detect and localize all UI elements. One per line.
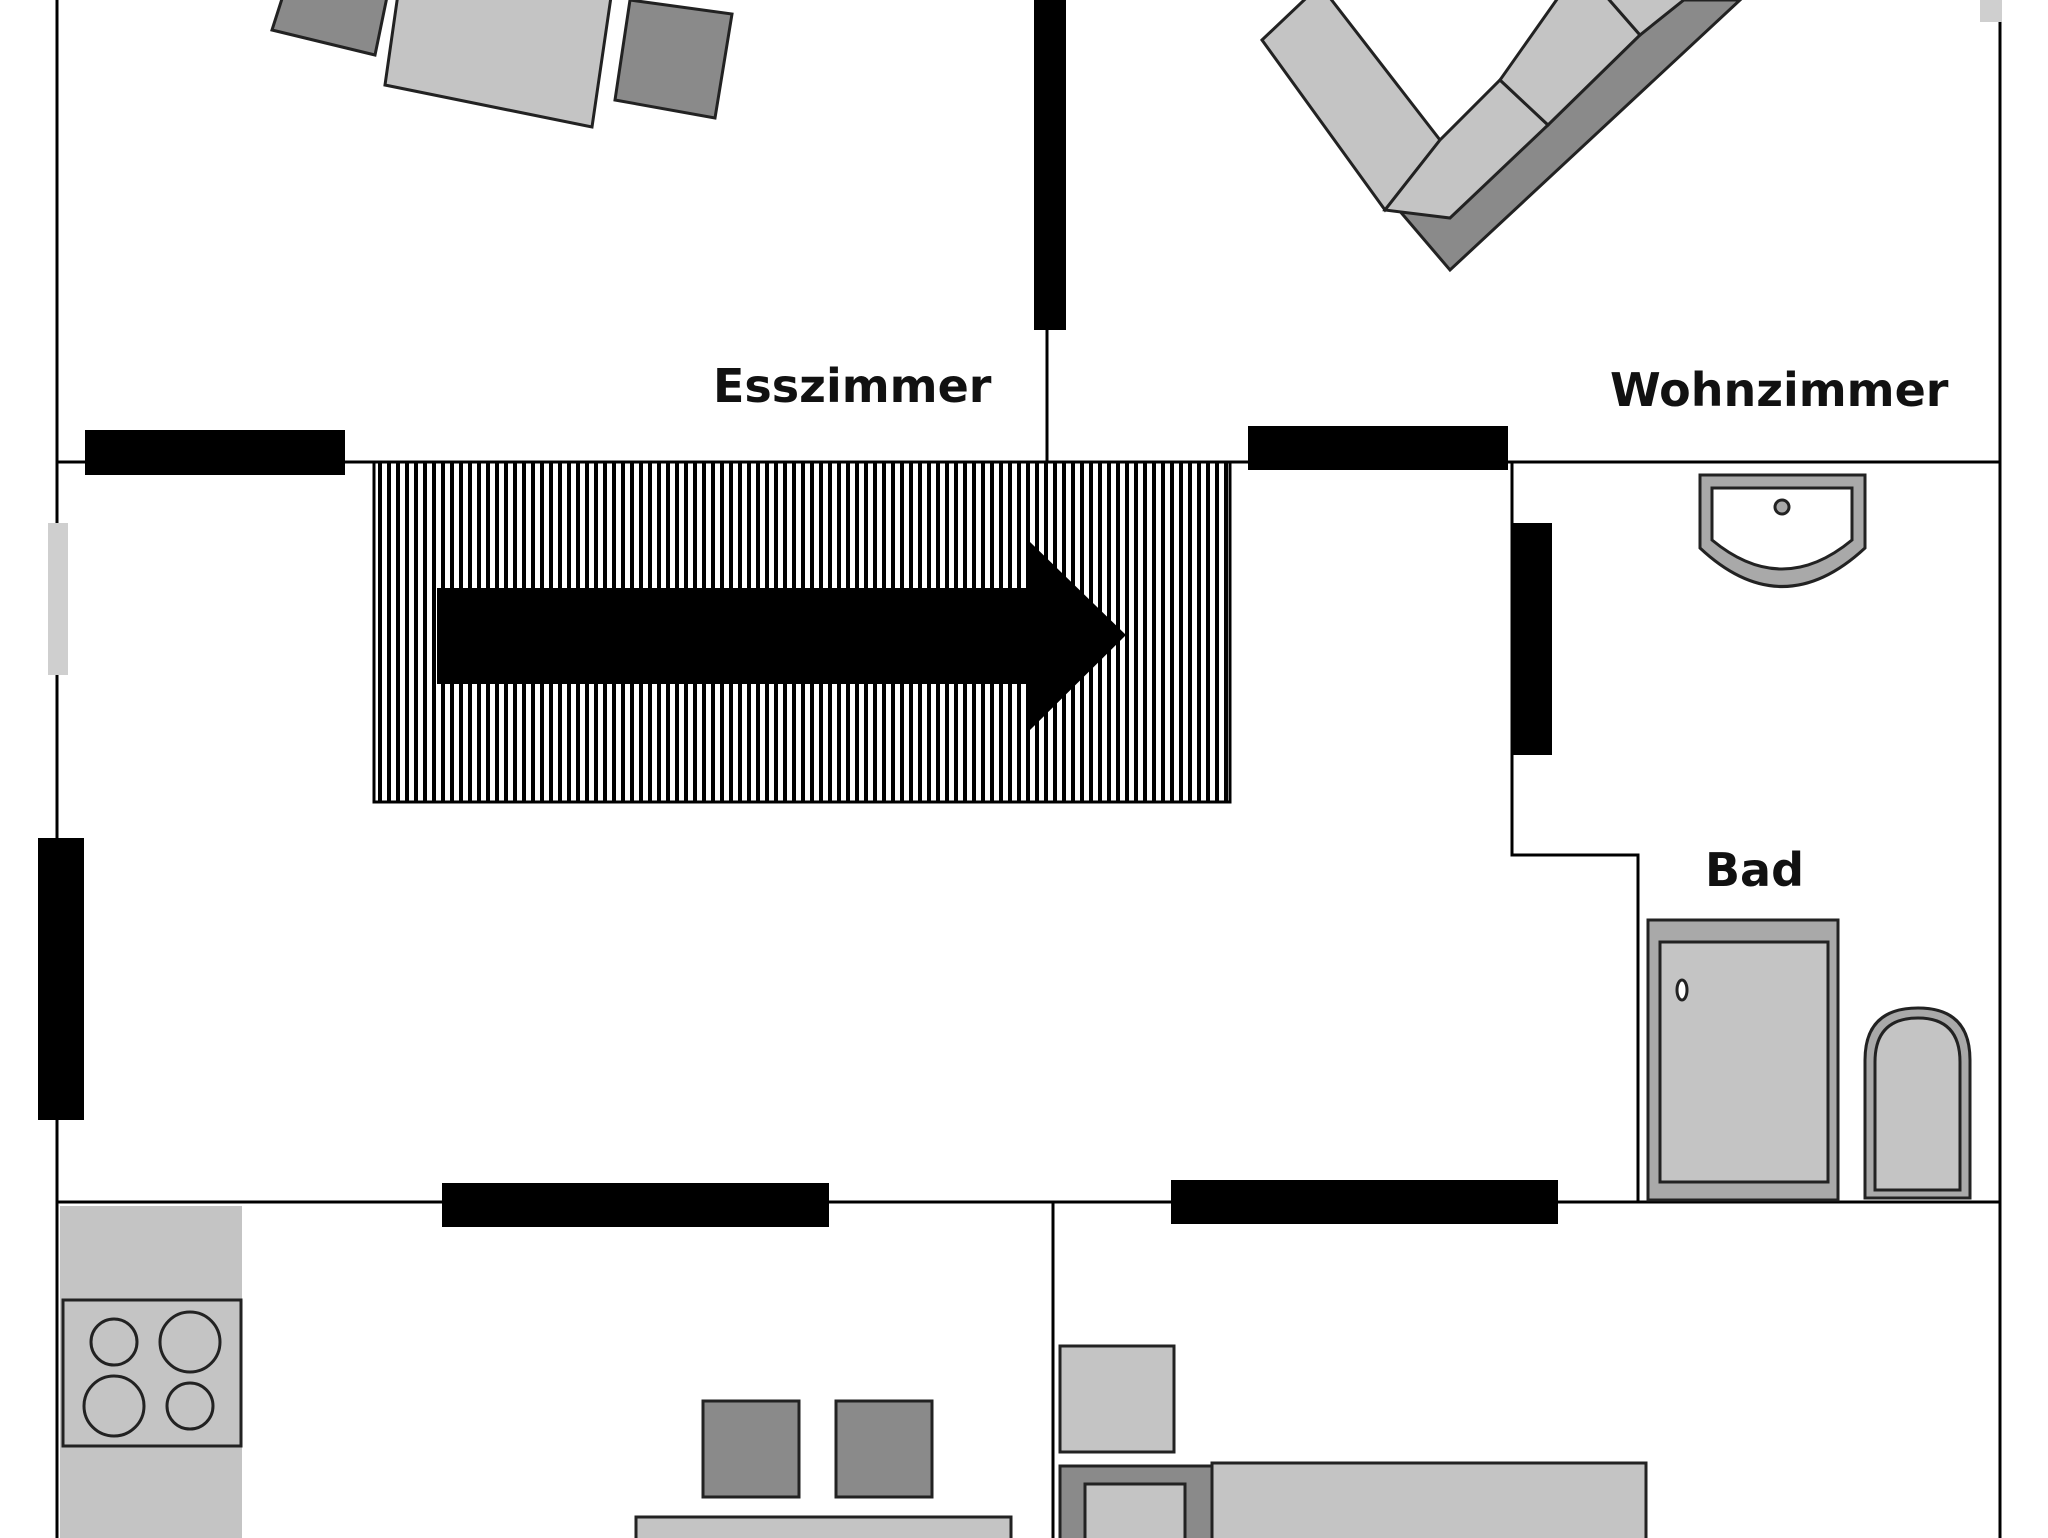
sofa-icon xyxy=(1260,0,1743,273)
sink-drain xyxy=(1773,498,1791,516)
doors xyxy=(38,0,1558,1227)
dining-table xyxy=(383,0,613,129)
door-divider-upper xyxy=(1034,0,1066,330)
kitchen-chair-1 xyxy=(701,1399,801,1499)
dining-chair-right xyxy=(613,0,734,120)
window-left xyxy=(48,523,68,675)
door-bathroom xyxy=(1512,523,1552,755)
stove-burner-4 xyxy=(165,1381,215,1431)
shower-inner xyxy=(1658,940,1830,1184)
room-label-wohnzimmer: Wohnzimmer xyxy=(1610,363,1949,417)
door-entrance-left xyxy=(38,838,84,1120)
sink-icon xyxy=(1698,473,1867,588)
bed-pillow xyxy=(1083,1482,1187,1538)
dining-chair-left xyxy=(270,0,388,57)
door-kitchen xyxy=(442,1183,829,1227)
kitchen-table xyxy=(634,1515,1013,1538)
nightstand xyxy=(1058,1344,1176,1454)
bedroom-furniture xyxy=(1058,1344,1648,1538)
stove-burner-1 xyxy=(89,1317,139,1367)
toilet-icon xyxy=(1863,1006,1972,1200)
stove-burner-2 xyxy=(158,1310,222,1374)
door-bedroom xyxy=(1171,1180,1558,1224)
toilet-seat xyxy=(1873,1016,1962,1192)
stove-icon xyxy=(61,1298,243,1448)
door-esszimmer-left xyxy=(85,430,345,475)
arrow-right-icon xyxy=(437,542,1126,730)
sink-basin xyxy=(1710,486,1854,571)
stove-burner-3 xyxy=(82,1374,146,1438)
sofa-seat-4 xyxy=(1607,0,1687,38)
room-label-esszimmer: Esszimmer xyxy=(713,359,992,413)
room-label-bad: Bad xyxy=(1705,843,1804,897)
dining-furniture xyxy=(270,0,734,129)
shower-icon xyxy=(1646,918,1840,1202)
kitchen-furniture xyxy=(60,1206,1013,1538)
window-top-right xyxy=(1980,0,2002,22)
shower-handle xyxy=(1675,978,1689,1002)
door-wohnzimmer xyxy=(1248,426,1508,470)
kitchen-chair-2 xyxy=(834,1399,934,1499)
bed-mattress xyxy=(1210,1461,1648,1538)
sofa-seat-2 xyxy=(1382,77,1551,220)
